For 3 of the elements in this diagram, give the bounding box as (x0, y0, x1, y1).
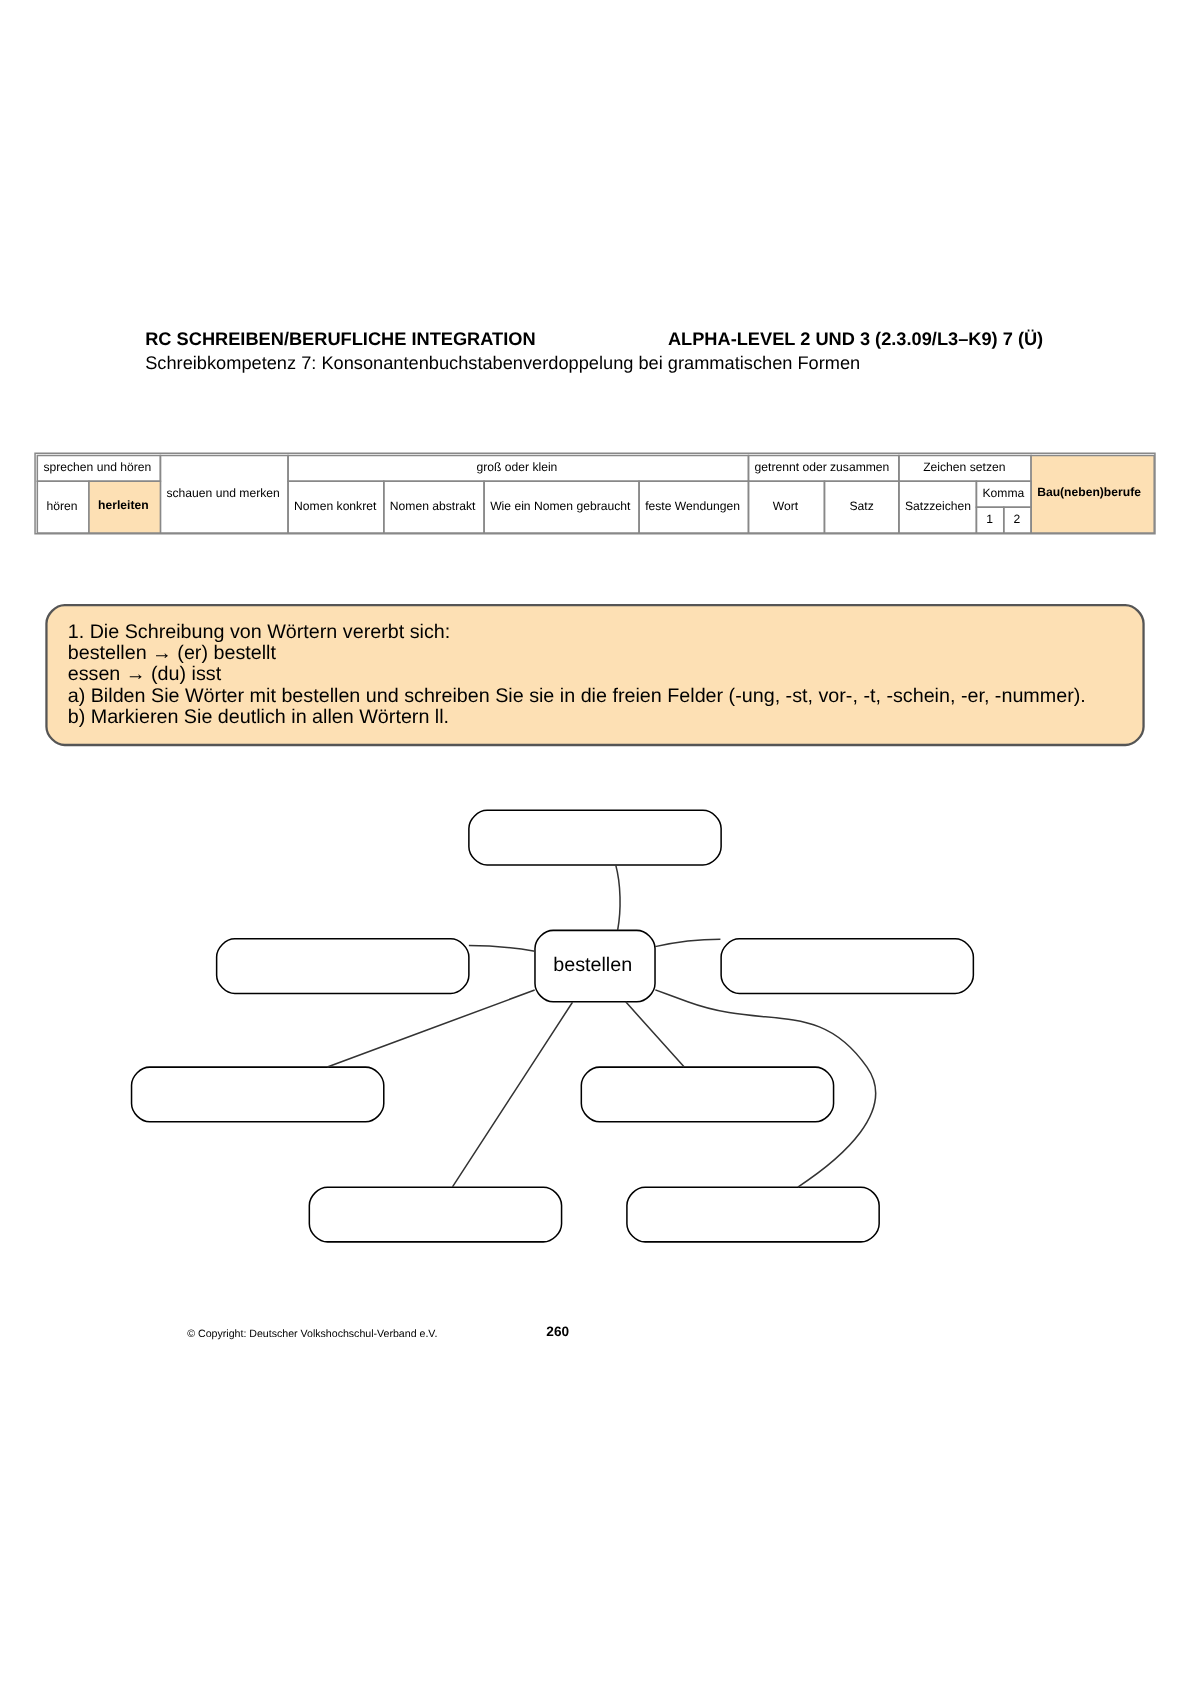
label: Schreibkompetenz 7: Konsonantenbuchstabenverdoppelung bei grammatischen Formen (145, 352, 861, 373)
label: RC SCHREIBEN/BERUFLICHE INTEGRATION (145, 327, 536, 348)
label: ALPHA-LEVEL 2 UND 3 (2.3.09/L3–K9) 7 (Ü) (667, 327, 1044, 348)
